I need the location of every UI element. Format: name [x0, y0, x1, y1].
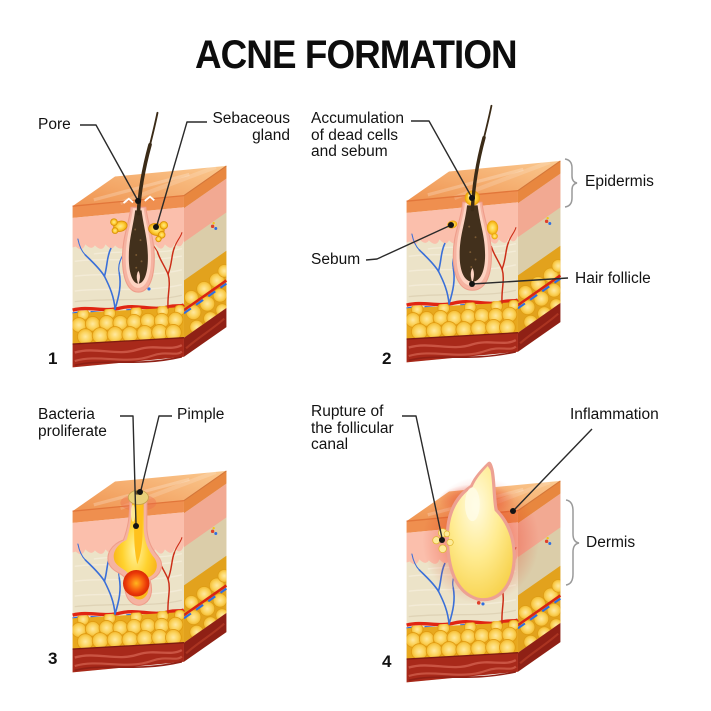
stage-number-3: 3: [48, 649, 58, 668]
leader-line-sebum: [365, 225, 450, 261]
leader-line-accumulation: [411, 120, 472, 197]
epidermis-brace: [564, 158, 578, 208]
label-sebaceous-gland: Sebaceous gland: [212, 110, 290, 144]
label-pimple: Pimple: [177, 406, 225, 423]
leader-line-pore: [80, 124, 138, 200]
leader-line-bacteria: [120, 415, 137, 525]
label-epidermis: Epidermis: [585, 173, 654, 190]
dermis-brace: [565, 499, 580, 586]
stage-number-4: 4: [382, 652, 392, 671]
leader-line-inflammation: [514, 428, 593, 510]
leader-line-sebaceous-gland: [156, 121, 207, 226]
label-inflammation: Inflammation: [570, 406, 659, 423]
label-bacteria: Bacteria proliferate: [38, 406, 107, 440]
page-title-text: ACNE FORMATION: [194, 33, 518, 77]
leader-line-rupture: [402, 415, 443, 539]
label-dermis: Dermis: [586, 534, 636, 551]
stage-number-1: 1: [48, 349, 58, 368]
label-accumulation: Accumulation of dead cells and sebum: [311, 110, 405, 161]
label-sebum: Sebum: [311, 251, 361, 268]
label-rupture: Rupture of the follicular canal: [311, 403, 394, 454]
leader-dots: [133, 195, 516, 543]
page-title: ACNE FORMATION: [0, 33, 711, 78]
stage-number-2: 2: [382, 349, 392, 368]
label-hair-follicle: Hair follicle: [575, 270, 651, 287]
label-pore: Pore: [38, 116, 71, 133]
leader-line-hair-follicle: [471, 277, 569, 285]
leader-line-pimple: [139, 415, 172, 495]
